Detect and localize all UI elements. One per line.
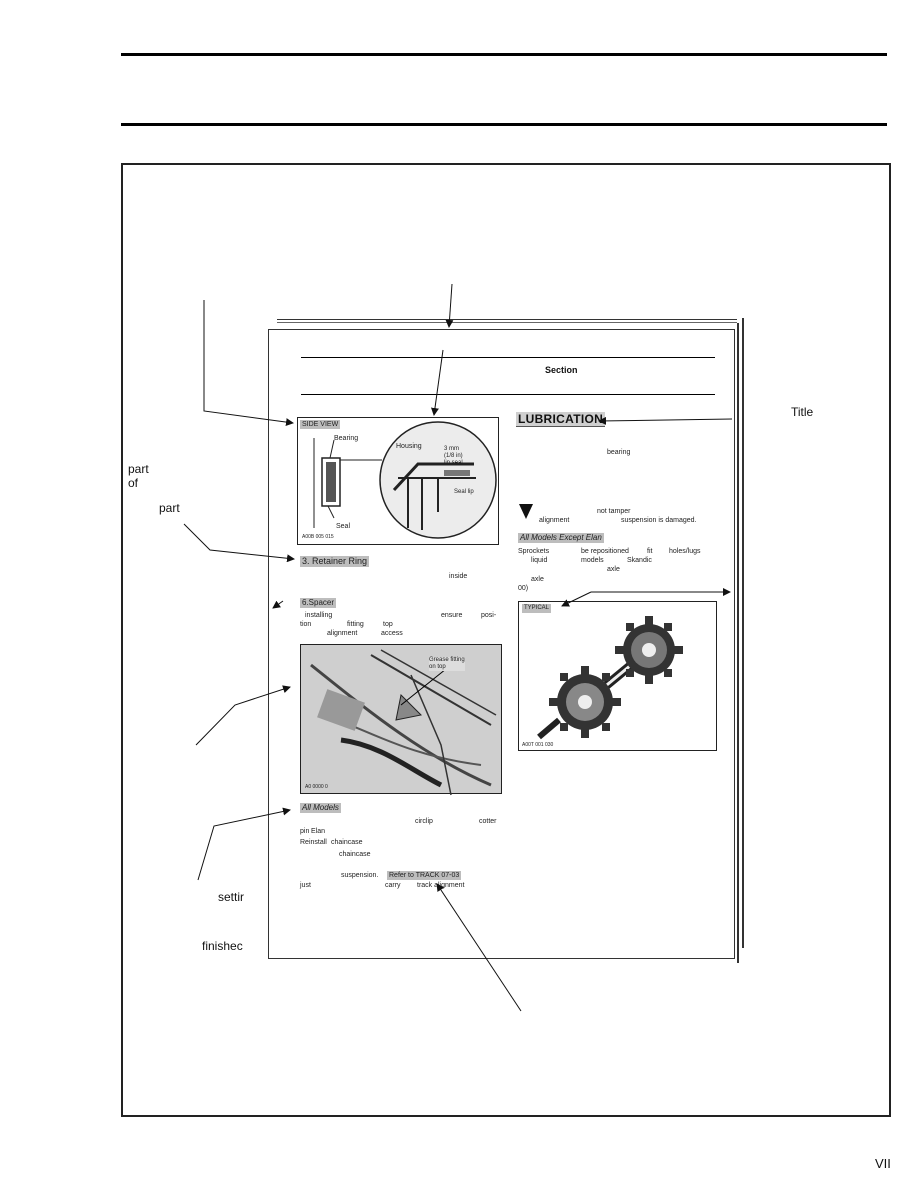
callout-finished: finishec [202, 939, 243, 953]
all-except-heading: All Models Except Elan [518, 533, 604, 543]
callout-title: Title [791, 405, 814, 419]
page-number: VII [875, 1156, 891, 1171]
sample-section-label: Section [545, 365, 578, 375]
all-models-text-3b: chaincase [331, 839, 363, 846]
warning-line2-a: alignment [539, 517, 570, 524]
fig3-label: TYPICAL [522, 604, 552, 613]
refer-line2-c: track alignment [417, 882, 465, 889]
retainer-inside-text: inside [449, 573, 468, 580]
side-view-label: SIDE VIEW [300, 420, 341, 429]
fig2-grease-fitting: Grease fitting on top [429, 657, 465, 671]
spacer-text-2b: fitting [347, 621, 364, 628]
figure-sprocket-axle: TYPICAL [518, 601, 717, 751]
sprockets-text-1a: Sprockets [518, 548, 550, 555]
all-models-text-2a: pin [300, 828, 310, 835]
spacer-text-3a: alignment [327, 630, 358, 637]
page-stack-edge-top [277, 319, 737, 323]
figure-side-view: SIDE VIEW Bearing Housing 3 mm (1/8 in) … [297, 417, 499, 545]
all-models-text-2b: Elan [311, 828, 326, 835]
header-rule-top [121, 53, 887, 56]
all-models-text-3a: Reinstall [300, 839, 327, 846]
sprockets-text-1c: fit [647, 548, 653, 555]
refer-line2-b: carry [385, 882, 401, 889]
all-models-text-1b: cotter [479, 818, 497, 825]
fig1-housing: Housing [396, 443, 422, 450]
refer-line-b: Refer to TRACK 07-03 [387, 871, 462, 880]
sprockets-text-1b: be repositioned [581, 548, 629, 555]
sprocket-axle-drawing [537, 616, 683, 740]
lubrication-heading: LUBRICATION [516, 412, 606, 427]
sample-manual-page: Section SIDE VIEW Bearing Housing 3 mm (… [268, 329, 735, 959]
spacer-text-2a: tion [300, 621, 312, 628]
spacer-text-1c: posi- [481, 612, 497, 619]
callout-part-left-a: part [128, 462, 149, 476]
fig1-bearing: Bearing [334, 435, 359, 442]
page-stack-edge-right-1 [737, 323, 739, 963]
sprockets-text-1d: holes/lugs [669, 548, 701, 555]
spacer-text-1a: installing [305, 612, 333, 619]
explanation-frame [121, 163, 891, 1117]
sprockets-text-2b: models [581, 557, 604, 564]
warning-triangle-icon [519, 504, 533, 519]
callout-setting: settir [218, 890, 245, 904]
retainer-ring-heading: 3. Retainer Ring [300, 556, 370, 567]
spacer-text-2c: top [383, 621, 393, 628]
page-stack-edge-right-2 [742, 318, 744, 948]
sample-rule-bottom [301, 394, 715, 395]
figure-spacer-photo: Grease fitting on top A0 0000 0 [300, 644, 502, 796]
all-models-text-4a: chaincase [339, 851, 371, 858]
header-rule-bottom [121, 123, 887, 126]
refer-line2-a: just [300, 882, 311, 889]
spacer-text-3b: access [381, 630, 403, 637]
spacer-heading: 6.Spacer [300, 598, 337, 608]
sprockets-text-4a: axle [531, 576, 544, 583]
sprockets-text-3a: axle [607, 566, 620, 573]
sprockets-text-2a: liquid [531, 557, 548, 564]
warning-line1: not tamper [597, 508, 631, 515]
fig1-circle-note: 3 mm (1/8 in) lip seal [444, 446, 463, 466]
fig2-code: A0 0000 0 [305, 784, 328, 790]
fig3-code: A00T 001 030 [522, 742, 554, 748]
fig1-code: A00B 005 015 [302, 534, 334, 540]
lubrication-bearing: bearing [607, 449, 631, 456]
side-view-drawing [313, 421, 497, 539]
spacer-text-1b: ensure [441, 612, 463, 619]
all-models-text-1a: circlip [415, 818, 433, 825]
callout-part-left-b: of [128, 476, 139, 490]
sprockets-text-2c: Skandic [627, 557, 652, 564]
all-models-heading: All Models [300, 803, 341, 813]
warning-line2-b: suspension is damaged. [621, 517, 697, 524]
refer-line-a: suspension. [341, 872, 379, 879]
sprockets-text-5a: 00) [518, 585, 529, 592]
fig1-seal-lip: Seal lip [454, 489, 474, 495]
callout-part: part [159, 501, 180, 515]
fig1-seal: Seal [336, 523, 351, 530]
spacer-photo-drawing [301, 645, 501, 796]
sample-rule-top [301, 357, 715, 358]
